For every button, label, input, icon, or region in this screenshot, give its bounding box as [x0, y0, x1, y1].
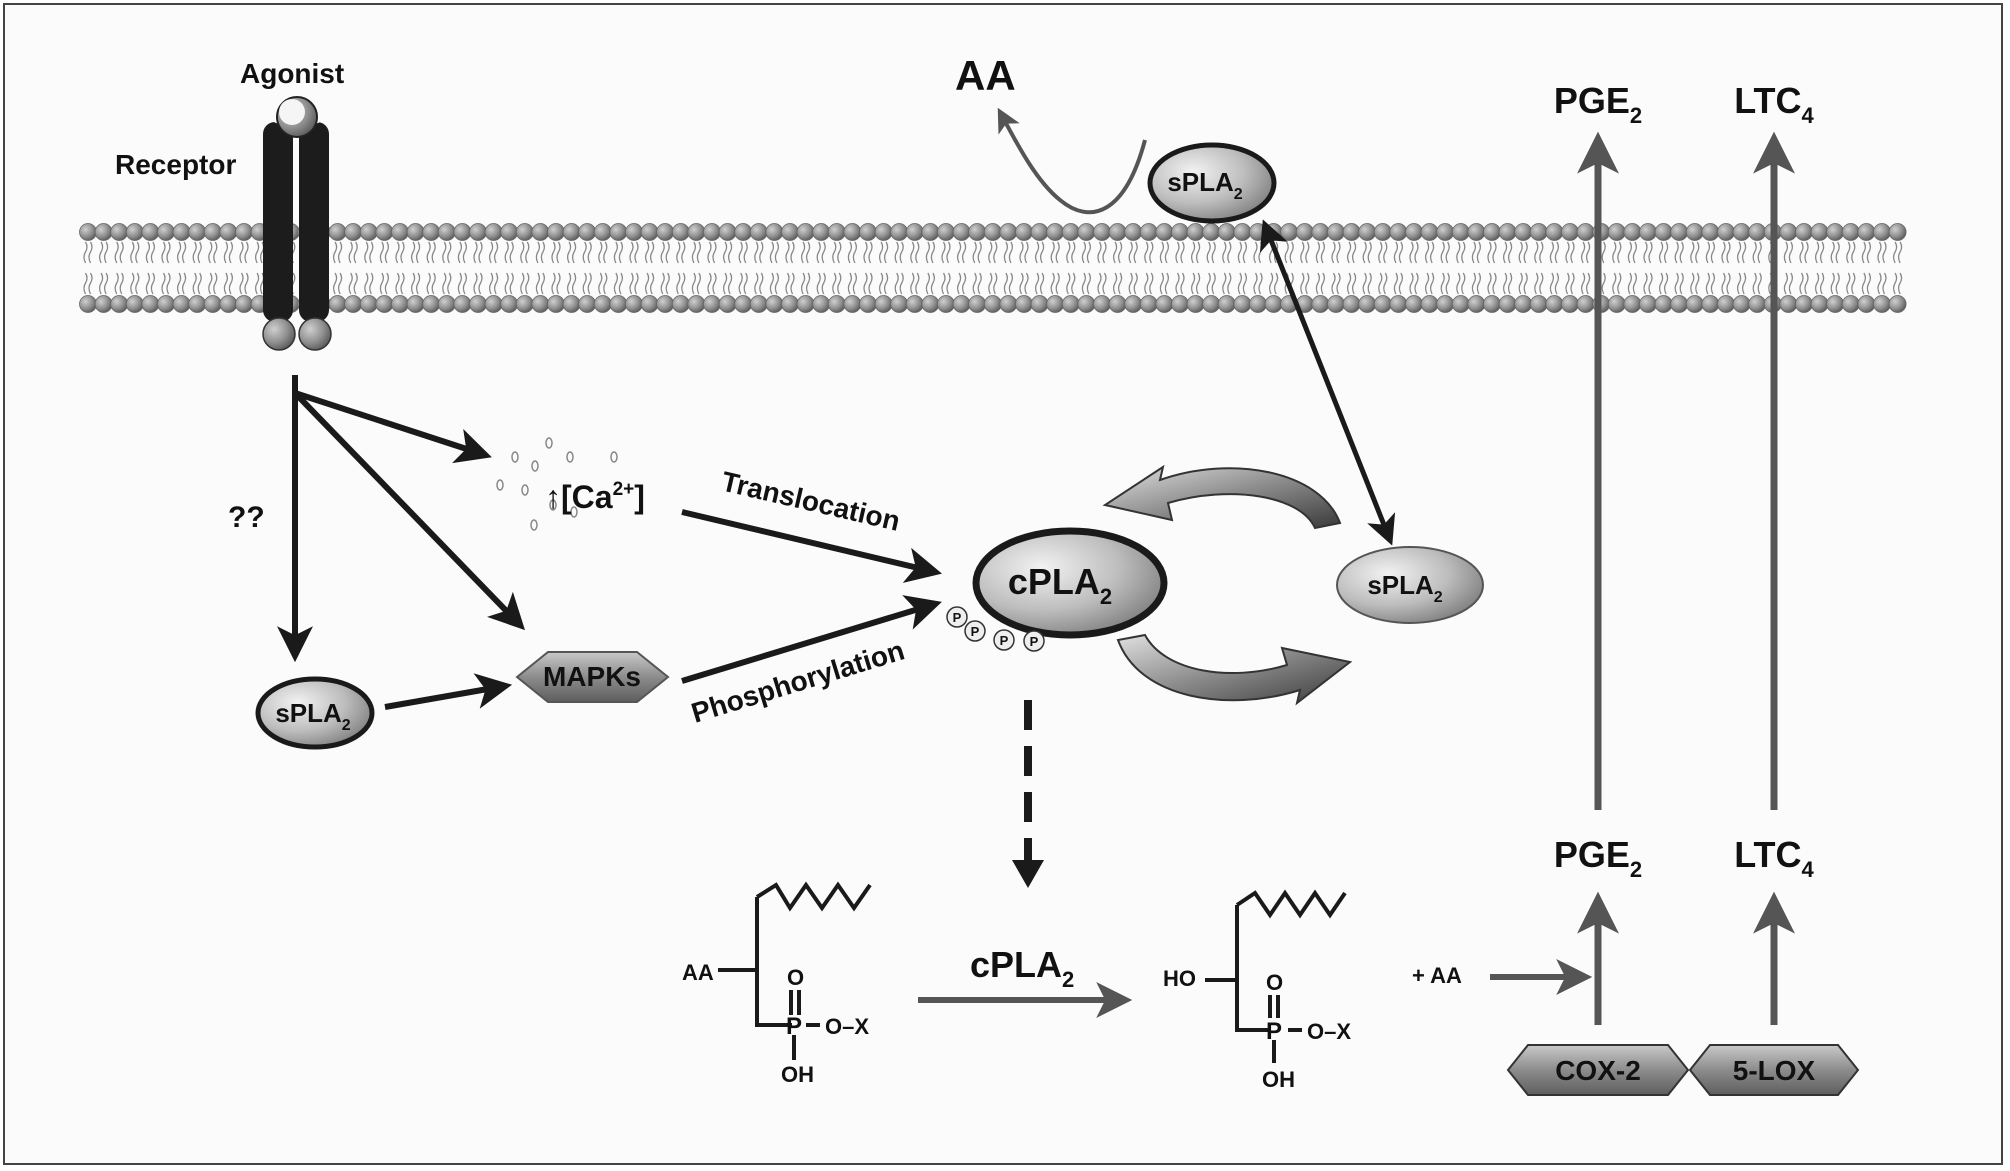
phospholipid-substrate-text: AA O P O–X OH	[682, 960, 869, 1087]
spla2-membrane-label: sPLA2	[1167, 167, 1242, 203]
lysophospholipid-product-text: HO O P O–X OH	[1163, 966, 1351, 1092]
cycle-arrow-top	[1102, 464, 1342, 530]
cpla2-to-reaction-dashed-arrow	[1012, 700, 1044, 888]
spla2-left-label: sPLA2	[275, 698, 350, 734]
phosphate-2: P	[964, 620, 986, 642]
receptor-signal-arrows	[277, 375, 943, 710]
lox5-label: 5-LOX	[1733, 1055, 1816, 1086]
svg-text:P: P	[971, 624, 980, 639]
phosphate-4: P	[1023, 630, 1045, 652]
svg-text:O–X: O–X	[1307, 1019, 1351, 1044]
unknown-pathway-label: ??	[228, 501, 265, 534]
svg-text:P: P	[786, 1013, 802, 1040]
lysophospholipid-product	[1205, 889, 1347, 1063]
spla2-left-node: sPLA2	[255, 676, 375, 750]
svg-text:O–X: O–X	[825, 1014, 869, 1039]
cell-membrane	[79, 223, 1907, 313]
ltc4-top-label: LTC4	[1734, 80, 1814, 128]
cox2-label: COX-2	[1555, 1055, 1641, 1086]
aa-top-label: AA	[955, 52, 1016, 99]
receptor	[262, 106, 332, 351]
plus-aa-label: + AA	[1412, 963, 1462, 988]
svg-text:P: P	[1030, 634, 1039, 649]
cpla2-main-node: cPLA2	[972, 527, 1168, 639]
spla2-exchange-arrow	[1259, 219, 1396, 546]
svg-text:O: O	[1266, 970, 1283, 995]
agonist-label: Agonist	[240, 58, 344, 89]
spla2-membrane-node: sPLA2	[1147, 142, 1277, 224]
svg-text:P: P	[953, 610, 962, 625]
cox2-node: COX-2	[1506, 1044, 1690, 1096]
phosphate-1: P	[946, 606, 968, 628]
svg-text:AA: AA	[682, 960, 714, 985]
ltc4-bottom-label: LTC4	[1734, 834, 1814, 882]
svg-text:O: O	[787, 965, 804, 990]
spla2-right-node: sPLA2	[1336, 546, 1484, 624]
pge2-top-label: PGE2	[1554, 80, 1642, 128]
calcium-label: ↑[Ca2+]	[545, 479, 645, 515]
aa-release-arrow	[997, 107, 1147, 215]
receptor-label: Receptor	[115, 149, 236, 180]
svg-text:OH: OH	[1262, 1067, 1295, 1092]
cpla2-reaction-label: cPLA2	[970, 944, 1074, 992]
mapks-node: MAPKs	[515, 651, 670, 703]
cpla2-main-label: cPLA2	[1008, 561, 1112, 609]
svg-text:P: P	[1266, 1018, 1282, 1045]
phospholipid-substrate	[718, 881, 872, 1060]
cycle-arrow-bottom	[1116, 633, 1353, 706]
svg-text:P: P	[1000, 633, 1009, 648]
lox5-node: 5-LOX	[1688, 1044, 1860, 1096]
calcium-ions	[496, 437, 618, 531]
svg-text:OH: OH	[781, 1062, 814, 1087]
agonist-ligand	[276, 96, 318, 138]
mapks-label: MAPKs	[543, 661, 641, 692]
svg-text:HO: HO	[1163, 966, 1196, 991]
phosphate-3: P	[993, 629, 1015, 651]
pge2-bottom-label: PGE2	[1554, 834, 1642, 882]
spla2-right-label: sPLA2	[1367, 570, 1442, 606]
phosphate-groups: P P P P	[946, 606, 1045, 652]
